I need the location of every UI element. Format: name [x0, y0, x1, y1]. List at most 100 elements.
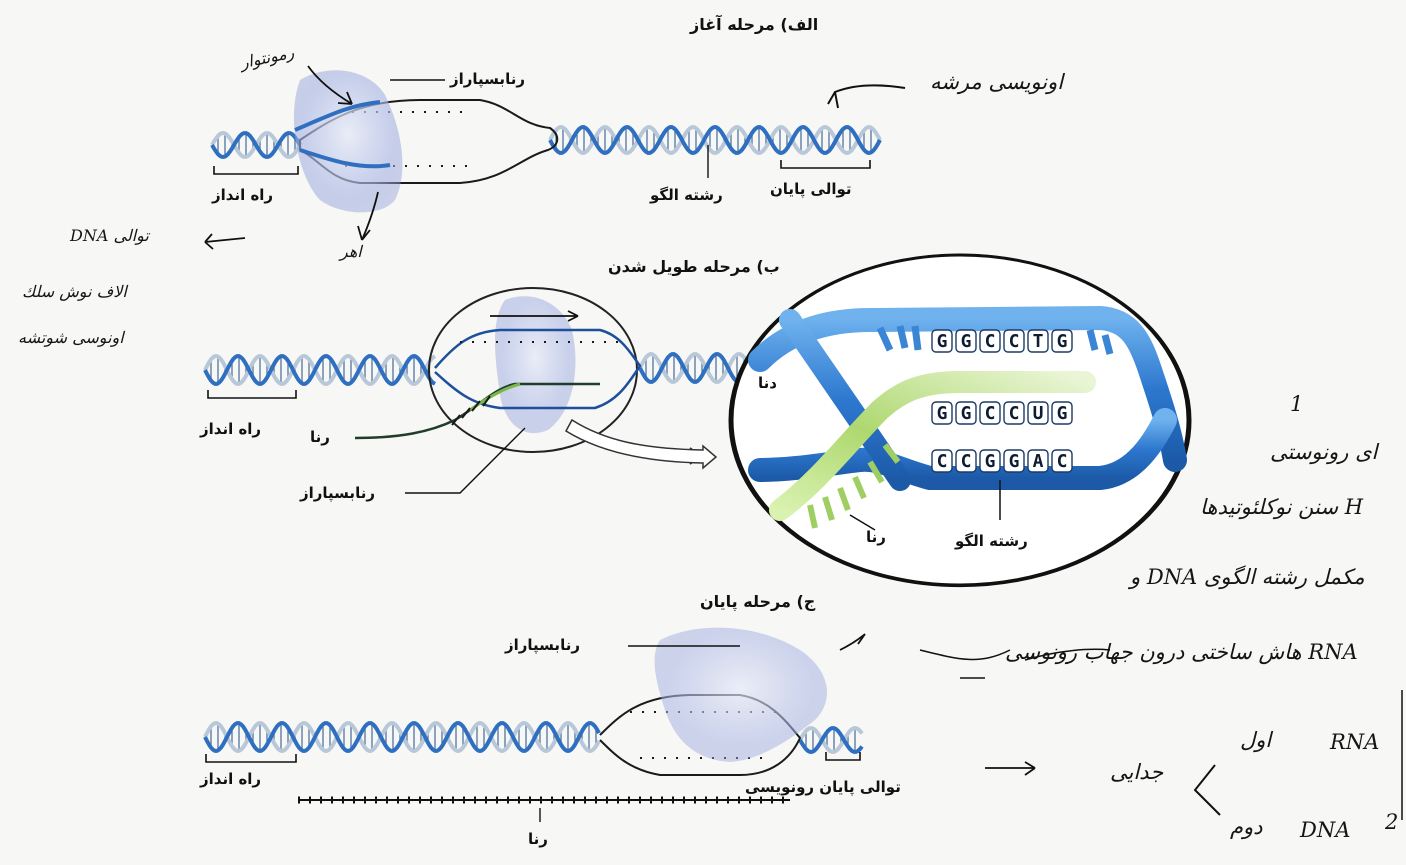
- base-box: [931, 401, 953, 425]
- helix-left: [210, 131, 302, 159]
- zoom-rna-leader: [849, 514, 876, 531]
- base-letter: G: [961, 403, 972, 424]
- direction-arrow: [490, 310, 579, 322]
- base-box: [955, 329, 977, 353]
- note-right-2: H سنن نوکلئوتیدها: [1200, 495, 1364, 519]
- dna-strand-through-polymerase: [294, 100, 381, 132]
- helix-strand: [203, 354, 437, 386]
- base-box: [1027, 401, 1049, 425]
- base-letter: A: [1033, 451, 1044, 472]
- polymerase-leader-b: [405, 427, 526, 494]
- base-box: [979, 329, 1001, 353]
- hand-arrow-polymerase-top: [307, 65, 353, 105]
- base-letter: C: [1009, 403, 1020, 424]
- terminator-bracket-c: [825, 752, 861, 761]
- note-first-ordinal: اول: [1240, 728, 1272, 752]
- zoom-dna-label: دنا: [758, 374, 777, 392]
- base-box: [931, 449, 953, 473]
- promoter-bracket-b: [207, 390, 297, 399]
- helix-strand: [638, 352, 752, 384]
- base-letter: G: [1057, 403, 1068, 424]
- promoter-bracket-c: [205, 754, 297, 763]
- hand-brace: [1193, 764, 1221, 816]
- zoom-rna-label: رنا: [866, 528, 886, 546]
- helix-left-b: [203, 354, 437, 386]
- note-first-item: RNA: [1330, 730, 1380, 754]
- base-box: [955, 401, 977, 425]
- note-second-item: DNA: [1300, 818, 1351, 842]
- base-letter: G: [1057, 331, 1068, 352]
- base-letter: T: [1033, 331, 1044, 352]
- note-left-1: توالی DNA: [70, 226, 149, 245]
- base-box: [1051, 329, 1073, 353]
- helix-strand: [798, 726, 864, 754]
- zoom-template-label: رشته الگو: [955, 532, 1028, 550]
- base-letter: C: [1057, 451, 1068, 472]
- initiation-polymerase-label: رنابسپاراز: [450, 70, 525, 88]
- note-one-mark: 1: [1290, 392, 1304, 416]
- rna-ticks: [451, 395, 491, 426]
- polymerase-blob-c: [654, 627, 827, 762]
- termination-rna-label: رنا: [528, 830, 548, 848]
- helix-strand: [548, 125, 882, 155]
- note-right-1: ای رونوستی: [1270, 440, 1378, 464]
- helix-strand: [798, 726, 864, 754]
- helix-rungs: [645, 354, 745, 382]
- dna-ribbon-teeth: [876, 325, 1114, 355]
- hand-curve-right: [919, 648, 1111, 661]
- elongation-polymerase-label: رنابسپاراز: [300, 484, 375, 502]
- base-box: [1003, 401, 1025, 425]
- note-left-3: اونوسی شوتشه: [18, 328, 124, 347]
- note-two-mark: 2: [1385, 810, 1399, 834]
- base-box: [1003, 329, 1025, 353]
- initiation-template-label: رشته الگو: [650, 186, 723, 204]
- zoom-arrow-hollow: [565, 418, 718, 470]
- rna-bracket-c: [298, 808, 790, 818]
- helix-strand: [548, 125, 882, 155]
- base-letter: G: [937, 331, 948, 352]
- termination-title: ج) مرحله پایان: [700, 592, 816, 611]
- helix-left-c: [203, 721, 601, 753]
- termination-promoter-label: راه انداز: [200, 770, 262, 788]
- note-near-polymerase-bottom: اهر: [340, 242, 362, 261]
- base-letter: C: [937, 451, 948, 472]
- hand-arrow-top-right: [827, 84, 906, 109]
- note-second-ordinal: دوم: [1230, 815, 1263, 839]
- helix-strand: [210, 131, 302, 159]
- helix-right: [548, 125, 882, 155]
- base-box: [1027, 329, 1049, 353]
- termination-terminator-label: توالی پایان رونویسی: [745, 778, 901, 796]
- terminator-bracket: [780, 160, 871, 169]
- base-box: [1051, 449, 1073, 473]
- note-right-4: RNA هاش ساختی درون جهاب رونوسی: [1005, 640, 1358, 664]
- helix-strand: [638, 352, 752, 384]
- base-letter: G: [937, 403, 948, 424]
- base-letter: G: [961, 331, 972, 352]
- termination-polymerase-label: رنابسپاراز: [505, 636, 580, 654]
- hand-arrow-polymerase-bottom: [357, 191, 379, 241]
- termination-stage: [203, 627, 1403, 822]
- helix-strand: [203, 721, 601, 753]
- base-box: [1051, 401, 1073, 425]
- dna-strand-through-polymerase-2: [299, 148, 391, 169]
- base-letter: G: [1009, 451, 1020, 472]
- promoter-bracket: [213, 166, 299, 175]
- helix-right-c: [798, 726, 864, 754]
- base-letter: C: [985, 403, 996, 424]
- base-box: [1027, 449, 1049, 473]
- base-letter: C: [961, 451, 972, 472]
- hand-arrow-right-c: [985, 761, 1036, 776]
- base-letter: G: [985, 451, 996, 472]
- helix-right-b: [638, 352, 752, 384]
- base-box: [931, 329, 953, 353]
- hand-arrow-c: [839, 633, 866, 651]
- elongation-promoter-label: راه انداز: [200, 420, 262, 438]
- elongation-rna-label: رنا: [310, 428, 330, 446]
- initiation-terminator-label: توالی پایان: [770, 180, 852, 198]
- initiation-promoter-label: راه انداز: [212, 186, 274, 204]
